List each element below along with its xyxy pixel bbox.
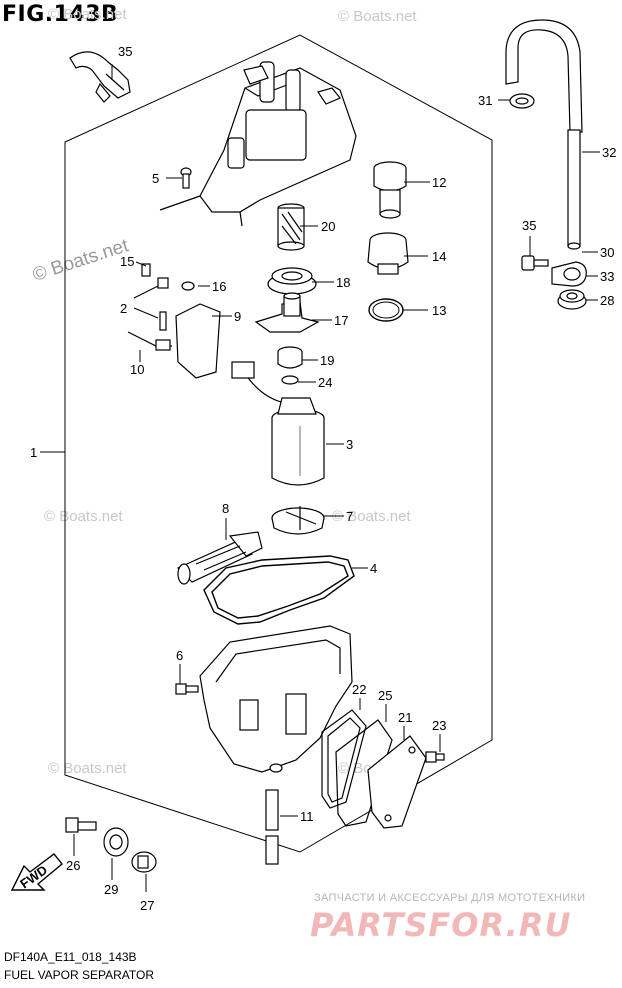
part-washer-16	[181, 281, 195, 291]
callout-28: 28	[600, 293, 614, 308]
callout-18: 18	[336, 275, 350, 290]
callout-4: 4	[370, 561, 377, 576]
part-plate-21	[367, 735, 427, 829]
callout-30: 30	[600, 245, 614, 260]
part-clamp-33	[551, 261, 587, 287]
part-collar-27	[131, 851, 157, 873]
callout-31: 31	[478, 93, 492, 108]
callout-25: 25	[378, 688, 392, 703]
callout-24: 24	[318, 375, 332, 390]
watermark: © Boats.net	[332, 508, 411, 525]
callout-27: 27	[140, 898, 154, 913]
fwd-arrow-icon	[10, 853, 63, 891]
callout-22: 22	[352, 682, 366, 697]
callout-1: 1	[30, 445, 37, 460]
callout-32: 32	[602, 145, 616, 160]
callout-14: 14	[432, 249, 446, 264]
part-screw-2	[157, 277, 169, 331]
callout-2: 2	[120, 301, 127, 316]
watermark: © Boats.net	[48, 6, 127, 23]
part-oring-24	[281, 375, 299, 385]
part-bolt-35	[521, 255, 549, 271]
part-bolt-26	[65, 817, 97, 833]
callout-15: 15	[120, 254, 134, 269]
part-bolt-15	[141, 263, 151, 277]
part-ring-18	[267, 267, 317, 295]
callout-11: 11	[300, 809, 314, 824]
callout-8: 8	[222, 501, 229, 516]
callout-20: 20	[321, 219, 335, 234]
callout-7: 7	[346, 509, 353, 524]
part-cushion-7	[271, 506, 325, 535]
part-gasket-4	[203, 555, 355, 625]
part-pump-wire	[231, 361, 291, 405]
part-screw-5	[180, 167, 192, 189]
callout-10: 10	[130, 362, 144, 377]
part-separator-top	[159, 61, 357, 227]
callout-5: 5	[152, 171, 159, 186]
callout-13: 13	[432, 303, 446, 318]
callout-12: 12	[432, 175, 446, 190]
part-strainer-8	[176, 531, 263, 585]
callout-17: 17	[334, 313, 348, 328]
part-grommet-29	[103, 827, 129, 857]
part-gasket-25	[335, 719, 393, 827]
part-cover-9	[175, 303, 221, 379]
callout-9: 9	[234, 309, 241, 324]
callout-3: 3	[346, 437, 353, 452]
callout-35: 35	[522, 218, 536, 233]
figure-title: FIG.143B	[2, 2, 119, 27]
watermark: © Boats.net	[48, 760, 127, 777]
assembly-border	[64, 34, 493, 853]
callout-29: 29	[104, 882, 118, 897]
part-grommet-28	[557, 289, 587, 310]
promo-logo: PARTSFOR.RU	[310, 906, 572, 944]
part-clip-31	[509, 93, 535, 109]
callout-16: 16	[212, 279, 226, 294]
part-hose-11	[265, 789, 279, 865]
callout-34: 35	[118, 44, 132, 59]
part-hose-32	[505, 19, 583, 250]
part-housing	[199, 625, 353, 773]
figure-caption: FUEL VAPOR SEPARATOR	[4, 968, 155, 982]
part-regulator-12	[373, 161, 407, 219]
part-bolt-6	[175, 683, 199, 695]
model-code: DF140A_E11_018_143B	[4, 950, 137, 964]
part-cup-14	[367, 232, 409, 275]
part-clamp-34	[69, 51, 131, 103]
part-sleeve-19	[277, 346, 303, 369]
part-fuel-pump-3	[271, 397, 325, 486]
callout-19: 19	[320, 353, 334, 368]
part-screw-23	[425, 751, 445, 763]
part-filter-20	[277, 203, 305, 251]
promo-tagline: ЗАПЧАСТИ И АКСЕССУАРЫ ДЛЯ МОТОТЕХНИКИ	[314, 892, 586, 904]
callout-23: 23	[432, 718, 446, 733]
watermark: © Boats.net	[338, 8, 417, 25]
watermark: © Boats.net	[44, 508, 123, 525]
callout-26: 26	[66, 858, 80, 873]
callout-6: 6	[176, 648, 183, 663]
part-bracket-17	[254, 292, 320, 333]
part-wire-10	[127, 331, 172, 351]
callout-33: 33	[600, 269, 614, 284]
leader-lines	[40, 64, 600, 892]
callout-21: 21	[398, 710, 412, 725]
part-gasket-22	[321, 709, 367, 809]
